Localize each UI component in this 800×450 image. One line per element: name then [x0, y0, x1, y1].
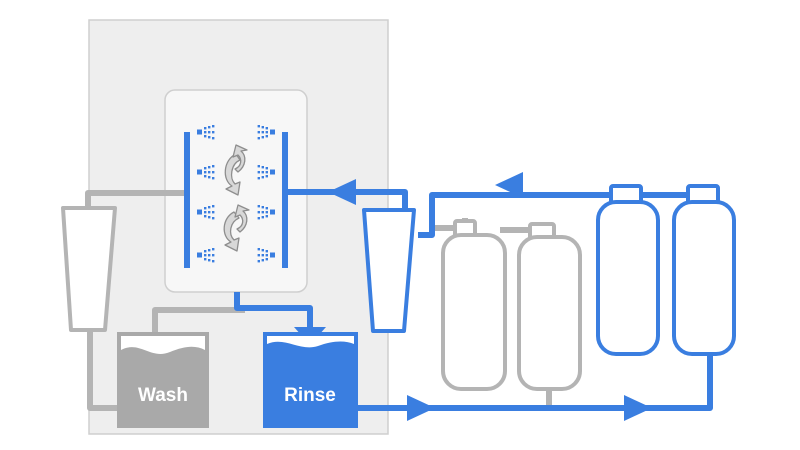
flow-arrow-icon — [328, 179, 356, 205]
flow-arrow-icon — [495, 172, 523, 198]
wash-tank-label: Wash — [138, 385, 188, 406]
flow-arrow-icon — [407, 395, 435, 421]
rotation-arrows-icon — [223, 144, 250, 252]
center-filter — [362, 208, 416, 333]
rinse-tank-label: Rinse — [284, 385, 336, 406]
cartridge-inactive-2 — [517, 222, 582, 391]
flow-arrow-icon — [624, 395, 652, 421]
cartridge-active-1 — [596, 184, 660, 356]
cartridge-active-2 — [672, 184, 736, 356]
rinse-tank: Rinse — [263, 332, 358, 428]
left-filter — [61, 206, 117, 332]
cartridge-inactive-1 — [441, 219, 507, 391]
wash-tank: Wash — [117, 332, 209, 428]
